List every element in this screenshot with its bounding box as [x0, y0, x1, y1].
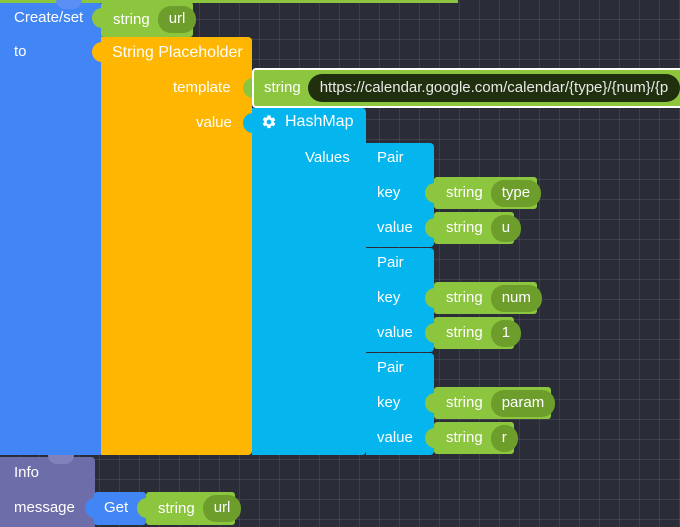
pair-2-key-socket[interactable] [425, 288, 436, 308]
get-label: Get [104, 499, 129, 516]
pair-1-key-text[interactable]: type [490, 179, 542, 207]
block-pair-3[interactable] [366, 353, 434, 455]
pair-2-title: Pair [377, 254, 404, 271]
info-message-label: message [14, 499, 75, 516]
info-top-connector [48, 455, 74, 464]
info-message-socket[interactable] [85, 498, 96, 518]
template-text-input[interactable]: https://calendar.google.com/calendar/{ty… [307, 74, 680, 102]
offscreen-block-top-edge [0, 0, 458, 3]
hashmap-title: HashMap [285, 113, 354, 130]
pair-2-value-text[interactable]: 1 [490, 319, 522, 347]
pair-3-socket[interactable] [357, 358, 368, 378]
string-placeholder-title: String Placeholder [112, 44, 243, 61]
pair-2-value-label: value [377, 324, 413, 341]
block-pair-2-value-string[interactable]: string 1 [434, 317, 522, 349]
block-pair-3-value-string[interactable]: string r [434, 422, 518, 454]
variable-name-url[interactable]: url [157, 6, 197, 33]
template-string-field[interactable]: string https://calendar.google.com/calen… [252, 68, 680, 108]
create-set-label: Create/set [14, 9, 84, 26]
string-keyword: string [158, 499, 195, 517]
block-pair-1[interactable] [366, 143, 434, 247]
block-string-url-variable[interactable]: string url [101, 2, 197, 37]
pair-1-value-text[interactable]: u [490, 214, 522, 242]
block-pair-3-key-string[interactable]: string param [434, 387, 556, 419]
pair-1-key-label: key [377, 184, 401, 201]
string-keyword: string [446, 429, 483, 446]
value-socket[interactable] [243, 113, 254, 133]
block-pair-2-key-string[interactable]: string num [434, 282, 542, 314]
pair-1-value-label: value [377, 219, 413, 236]
block-hashmap[interactable] [252, 108, 366, 455]
pair-3-key-label: key [377, 394, 401, 411]
create-set-to-label: to [14, 43, 27, 60]
hashmap-values-label: Values [305, 149, 350, 166]
pair-3-key-socket[interactable] [425, 393, 436, 413]
string-keyword: string [113, 10, 150, 28]
pair-3-value-text[interactable]: r [490, 424, 518, 452]
block-pair-2[interactable] [366, 248, 434, 352]
string-keyword: string [446, 219, 483, 236]
block-create-set[interactable] [0, 3, 103, 455]
value-label: value [196, 114, 232, 131]
pair-2-key-label: key [377, 289, 401, 306]
pair-2-socket[interactable] [357, 253, 368, 273]
create-set-to-socket[interactable] [92, 42, 103, 62]
string-keyword: string [446, 394, 483, 411]
string-keyword: string [446, 324, 483, 341]
block-info[interactable] [0, 457, 95, 527]
string-keyword: string [446, 184, 483, 201]
pair-3-value-socket[interactable] [425, 428, 436, 448]
pair-1-title: Pair [377, 149, 404, 166]
get-variable-socket[interactable] [137, 498, 148, 518]
block-get-string-url[interactable]: string url [146, 492, 242, 525]
string-keyword: string [446, 289, 483, 306]
template-socket[interactable] [243, 78, 254, 98]
pair-1-value-socket[interactable] [425, 218, 436, 238]
string-keyword: string [264, 79, 301, 96]
pair-2-value-socket[interactable] [425, 323, 436, 343]
pair-1-socket[interactable] [357, 148, 368, 168]
pair-3-title: Pair [377, 359, 404, 376]
create-set-top-connector [56, 0, 82, 9]
get-variable-name-url[interactable]: url [202, 495, 242, 522]
pair-1-key-socket[interactable] [425, 183, 436, 203]
pair-2-key-text[interactable]: num [490, 284, 542, 312]
block-string-placeholder[interactable] [101, 37, 252, 455]
template-label: template [173, 79, 231, 96]
pair-3-key-text[interactable]: param [490, 389, 556, 417]
block-pair-1-value-string[interactable]: string u [434, 212, 522, 244]
block-pair-1-key-string[interactable]: string type [434, 177, 542, 209]
gear-icon [261, 114, 277, 130]
info-title: Info [14, 464, 40, 481]
pair-3-value-label: value [377, 429, 413, 446]
create-set-variable-socket[interactable] [92, 8, 103, 28]
